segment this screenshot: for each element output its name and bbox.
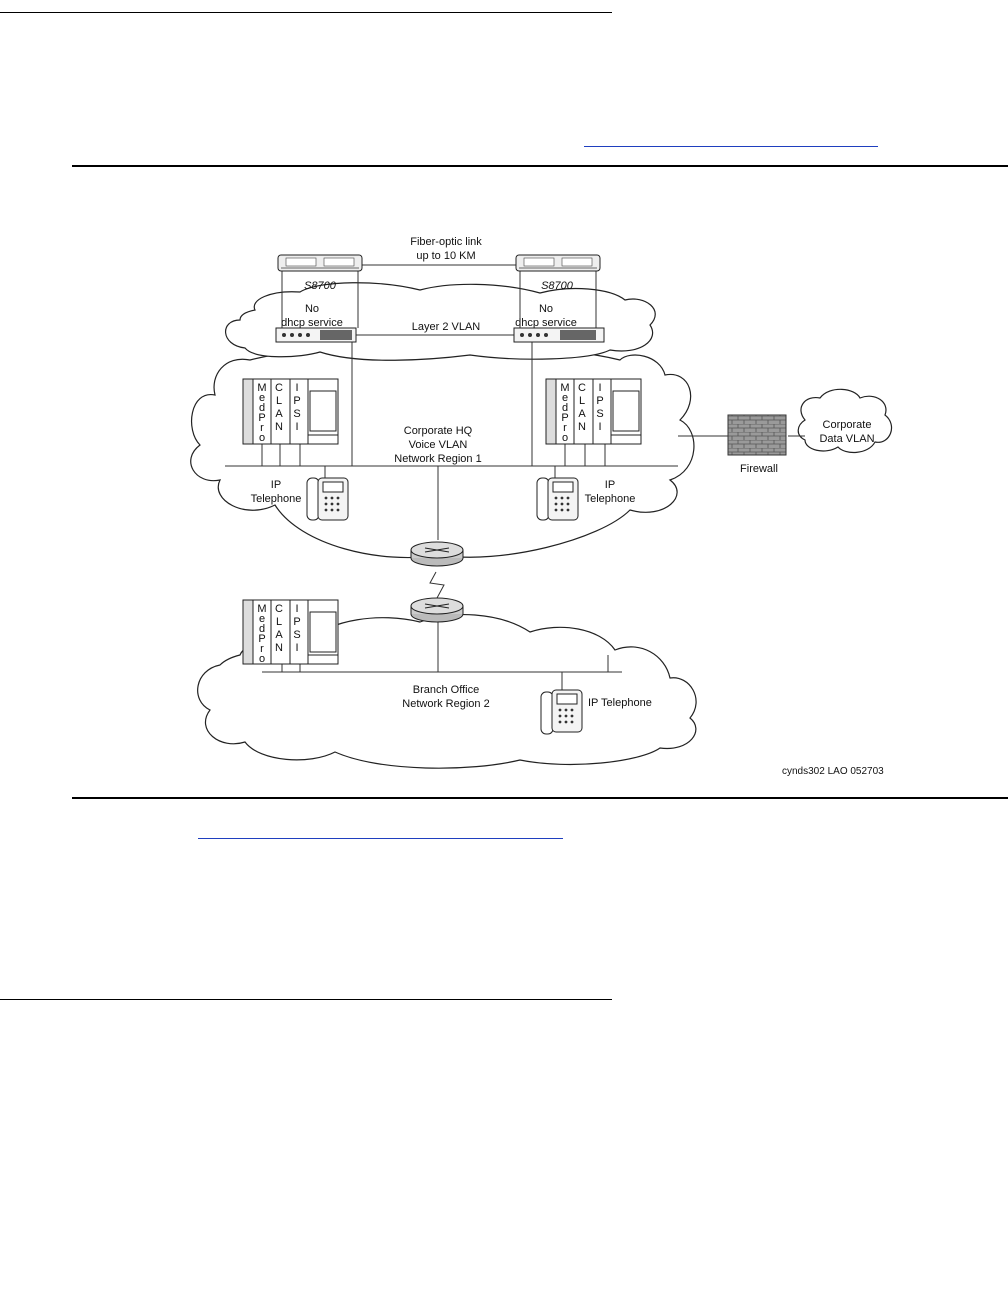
- board-letter-medpro-hq-left: e: [259, 392, 265, 404]
- no-dhcp-left-line1: No: [305, 303, 319, 315]
- board-letter-medpro-hq-right: r: [563, 422, 567, 434]
- board-letter-medpro-hq-left: o: [259, 432, 265, 444]
- ip-telephone-right-line1: IP: [605, 479, 615, 491]
- board-letter-medpro-branch: e: [259, 613, 265, 625]
- board-letter-clan-hq-right: L: [579, 395, 585, 407]
- board-letter-medpro-branch: o: [259, 653, 265, 665]
- board-letter-ipsi-hq-left: P: [293, 395, 300, 407]
- board-letter-clan-branch: C: [275, 603, 283, 615]
- hq-label-line3: Network Region 1: [394, 453, 481, 465]
- link-underline-top[interactable]: [584, 146, 878, 147]
- board-letter-clan-hq-left: A: [275, 408, 283, 420]
- fiber-link-distance: up to 10 KM: [416, 250, 475, 262]
- board-letter-ipsi-hq-right: I: [598, 382, 601, 394]
- fiber-link-label: Fiber-optic link: [410, 236, 482, 248]
- board-letter-medpro-hq-right: d: [562, 402, 568, 414]
- branch-label-line2: Network Region 2: [402, 698, 489, 710]
- board-letter-clan-branch: A: [275, 629, 283, 641]
- board-letter-clan-hq-right: C: [578, 382, 586, 394]
- branch-cloud: [197, 614, 697, 769]
- data-vlan-line1: Corporate: [823, 419, 872, 431]
- board-letter-medpro-hq-right: P: [561, 412, 568, 424]
- server-s8700-left: [277, 254, 363, 272]
- board-letter-medpro-hq-right: o: [562, 432, 568, 444]
- board-letter-ipsi-branch: S: [293, 629, 300, 641]
- top-rule: [0, 12, 612, 13]
- firewall-icon: [727, 414, 787, 456]
- hq-label-line2: Voice VLAN: [409, 439, 468, 451]
- server-s8700-right: [515, 254, 601, 272]
- ip-telephone-branch-icon: [540, 689, 583, 735]
- board-letter-ipsi-hq-right: S: [596, 408, 603, 420]
- ip-telephone-left-icon: [306, 477, 349, 521]
- router-branch-icon: [410, 597, 464, 623]
- ip-telephone-right-line2: Telephone: [585, 493, 636, 505]
- board-letter-medpro-branch: d: [259, 623, 265, 635]
- server-right-label: S8700: [541, 280, 574, 292]
- firewall-label: Firewall: [740, 463, 778, 475]
- board-letter-ipsi-hq-right: I: [598, 421, 601, 433]
- link-underline-bottom[interactable]: [198, 838, 563, 839]
- board-letter-medpro-branch: M: [257, 603, 266, 615]
- data-vlan-line2: Data VLAN: [819, 433, 874, 445]
- no-dhcp-left-line2: dhcp service: [281, 317, 343, 329]
- switch-left: [275, 327, 357, 343]
- data-vlan-cloud: [797, 388, 893, 453]
- cabinet-hq-right: [545, 378, 642, 445]
- no-dhcp-right-line1: No: [539, 303, 553, 315]
- board-letter-medpro-branch: P: [258, 633, 265, 645]
- board-letter-medpro-hq-left: P: [258, 412, 265, 424]
- server-left-label: S8700: [304, 280, 337, 292]
- figure-id: cynds302 LAO 052703: [782, 766, 884, 777]
- layer2-vlan-label: Layer 2 VLAN: [412, 321, 481, 333]
- ip-telephone-left-line1: IP: [271, 479, 281, 491]
- ip-telephone-branch-label: IP Telephone: [588, 697, 652, 709]
- ip-telephone-left-line2: Telephone: [251, 493, 302, 505]
- board-letter-medpro-hq-left: r: [260, 422, 264, 434]
- figure-top-rule: [72, 165, 1008, 167]
- switch-right: [513, 327, 605, 343]
- board-letter-medpro-hq-left: M: [257, 382, 266, 394]
- board-letter-ipsi-branch: I: [295, 642, 298, 654]
- board-letter-clan-hq-left: L: [276, 395, 282, 407]
- board-letter-ipsi-branch: P: [293, 616, 300, 628]
- board-letter-clan-branch: N: [275, 642, 283, 654]
- board-letter-medpro-hq-right: M: [560, 382, 569, 394]
- figure-bottom-rule: [72, 797, 1008, 799]
- hq-label-line1: Corporate HQ: [404, 425, 473, 437]
- board-letter-medpro-hq-right: e: [562, 392, 568, 404]
- cabinet-branch: [242, 599, 339, 665]
- board-letter-medpro-branch: r: [260, 643, 264, 655]
- bottom-rule: [0, 999, 612, 1000]
- board-letter-clan-hq-right: A: [578, 408, 586, 420]
- no-dhcp-right-line2: dhcp service: [515, 317, 577, 329]
- ip-telephone-right-icon: [536, 477, 579, 521]
- cabinet-hq-left: [242, 378, 339, 445]
- board-letter-ipsi-hq-left: S: [293, 408, 300, 420]
- board-letter-ipsi-branch: I: [295, 603, 298, 615]
- board-letter-clan-hq-right: N: [578, 421, 586, 433]
- board-letter-ipsi-hq-left: I: [295, 382, 298, 394]
- board-letter-clan-hq-left: C: [275, 382, 283, 394]
- board-letter-medpro-hq-left: d: [259, 402, 265, 414]
- router-hq-icon: [410, 541, 464, 567]
- branch-label-line1: Branch Office: [413, 684, 479, 696]
- board-letter-ipsi-hq-right: P: [596, 395, 603, 407]
- board-letter-ipsi-hq-left: I: [295, 421, 298, 433]
- board-letter-clan-branch: L: [276, 616, 282, 628]
- board-letter-clan-hq-left: N: [275, 421, 283, 433]
